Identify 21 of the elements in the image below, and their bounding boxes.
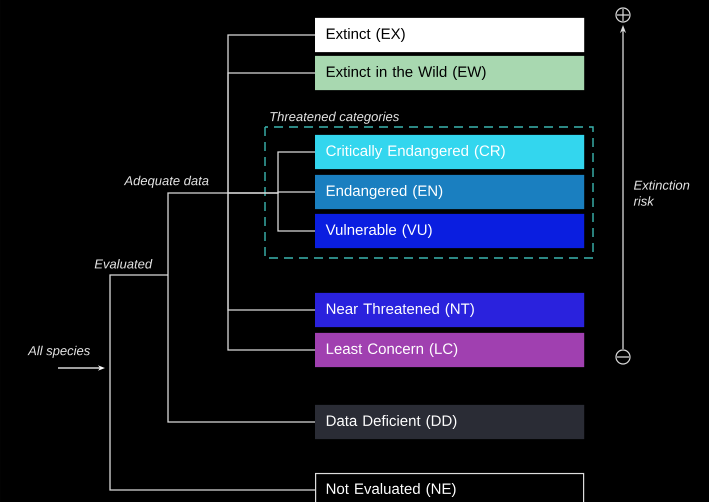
category-box: Extinct (EX): [315, 18, 584, 52]
connector-line: [109, 274, 168, 368]
branch-label: Evaluated: [94, 259, 152, 269]
branch-label: Adequate data: [124, 176, 209, 188]
category-box: Data Deficient (DD): [315, 404, 584, 440]
category-box: Vulnerable (VU): [315, 214, 584, 248]
connector-line: [167, 192, 228, 275]
axis-label: Extinction risk: [634, 180, 690, 206]
category-box: Near Threatened (NT): [315, 292, 584, 328]
category-box: Not Evaluated (NE): [315, 472, 584, 502]
connector-line: [167, 275, 315, 423]
connector-line: [228, 192, 315, 232]
connector-line: [227, 72, 315, 193]
category-box: Critically Endangered (CR): [315, 134, 584, 170]
connector-line: [227, 193, 315, 351]
connector-line: [109, 368, 315, 491]
category-box: Extinct in the Wild (EW): [315, 56, 584, 90]
node-label: Threatened categories: [270, 112, 399, 124]
category-box: Least Concern (LC): [315, 332, 584, 368]
branch-label: All species: [28, 346, 90, 358]
category-box: Endangered (EN): [315, 174, 584, 210]
